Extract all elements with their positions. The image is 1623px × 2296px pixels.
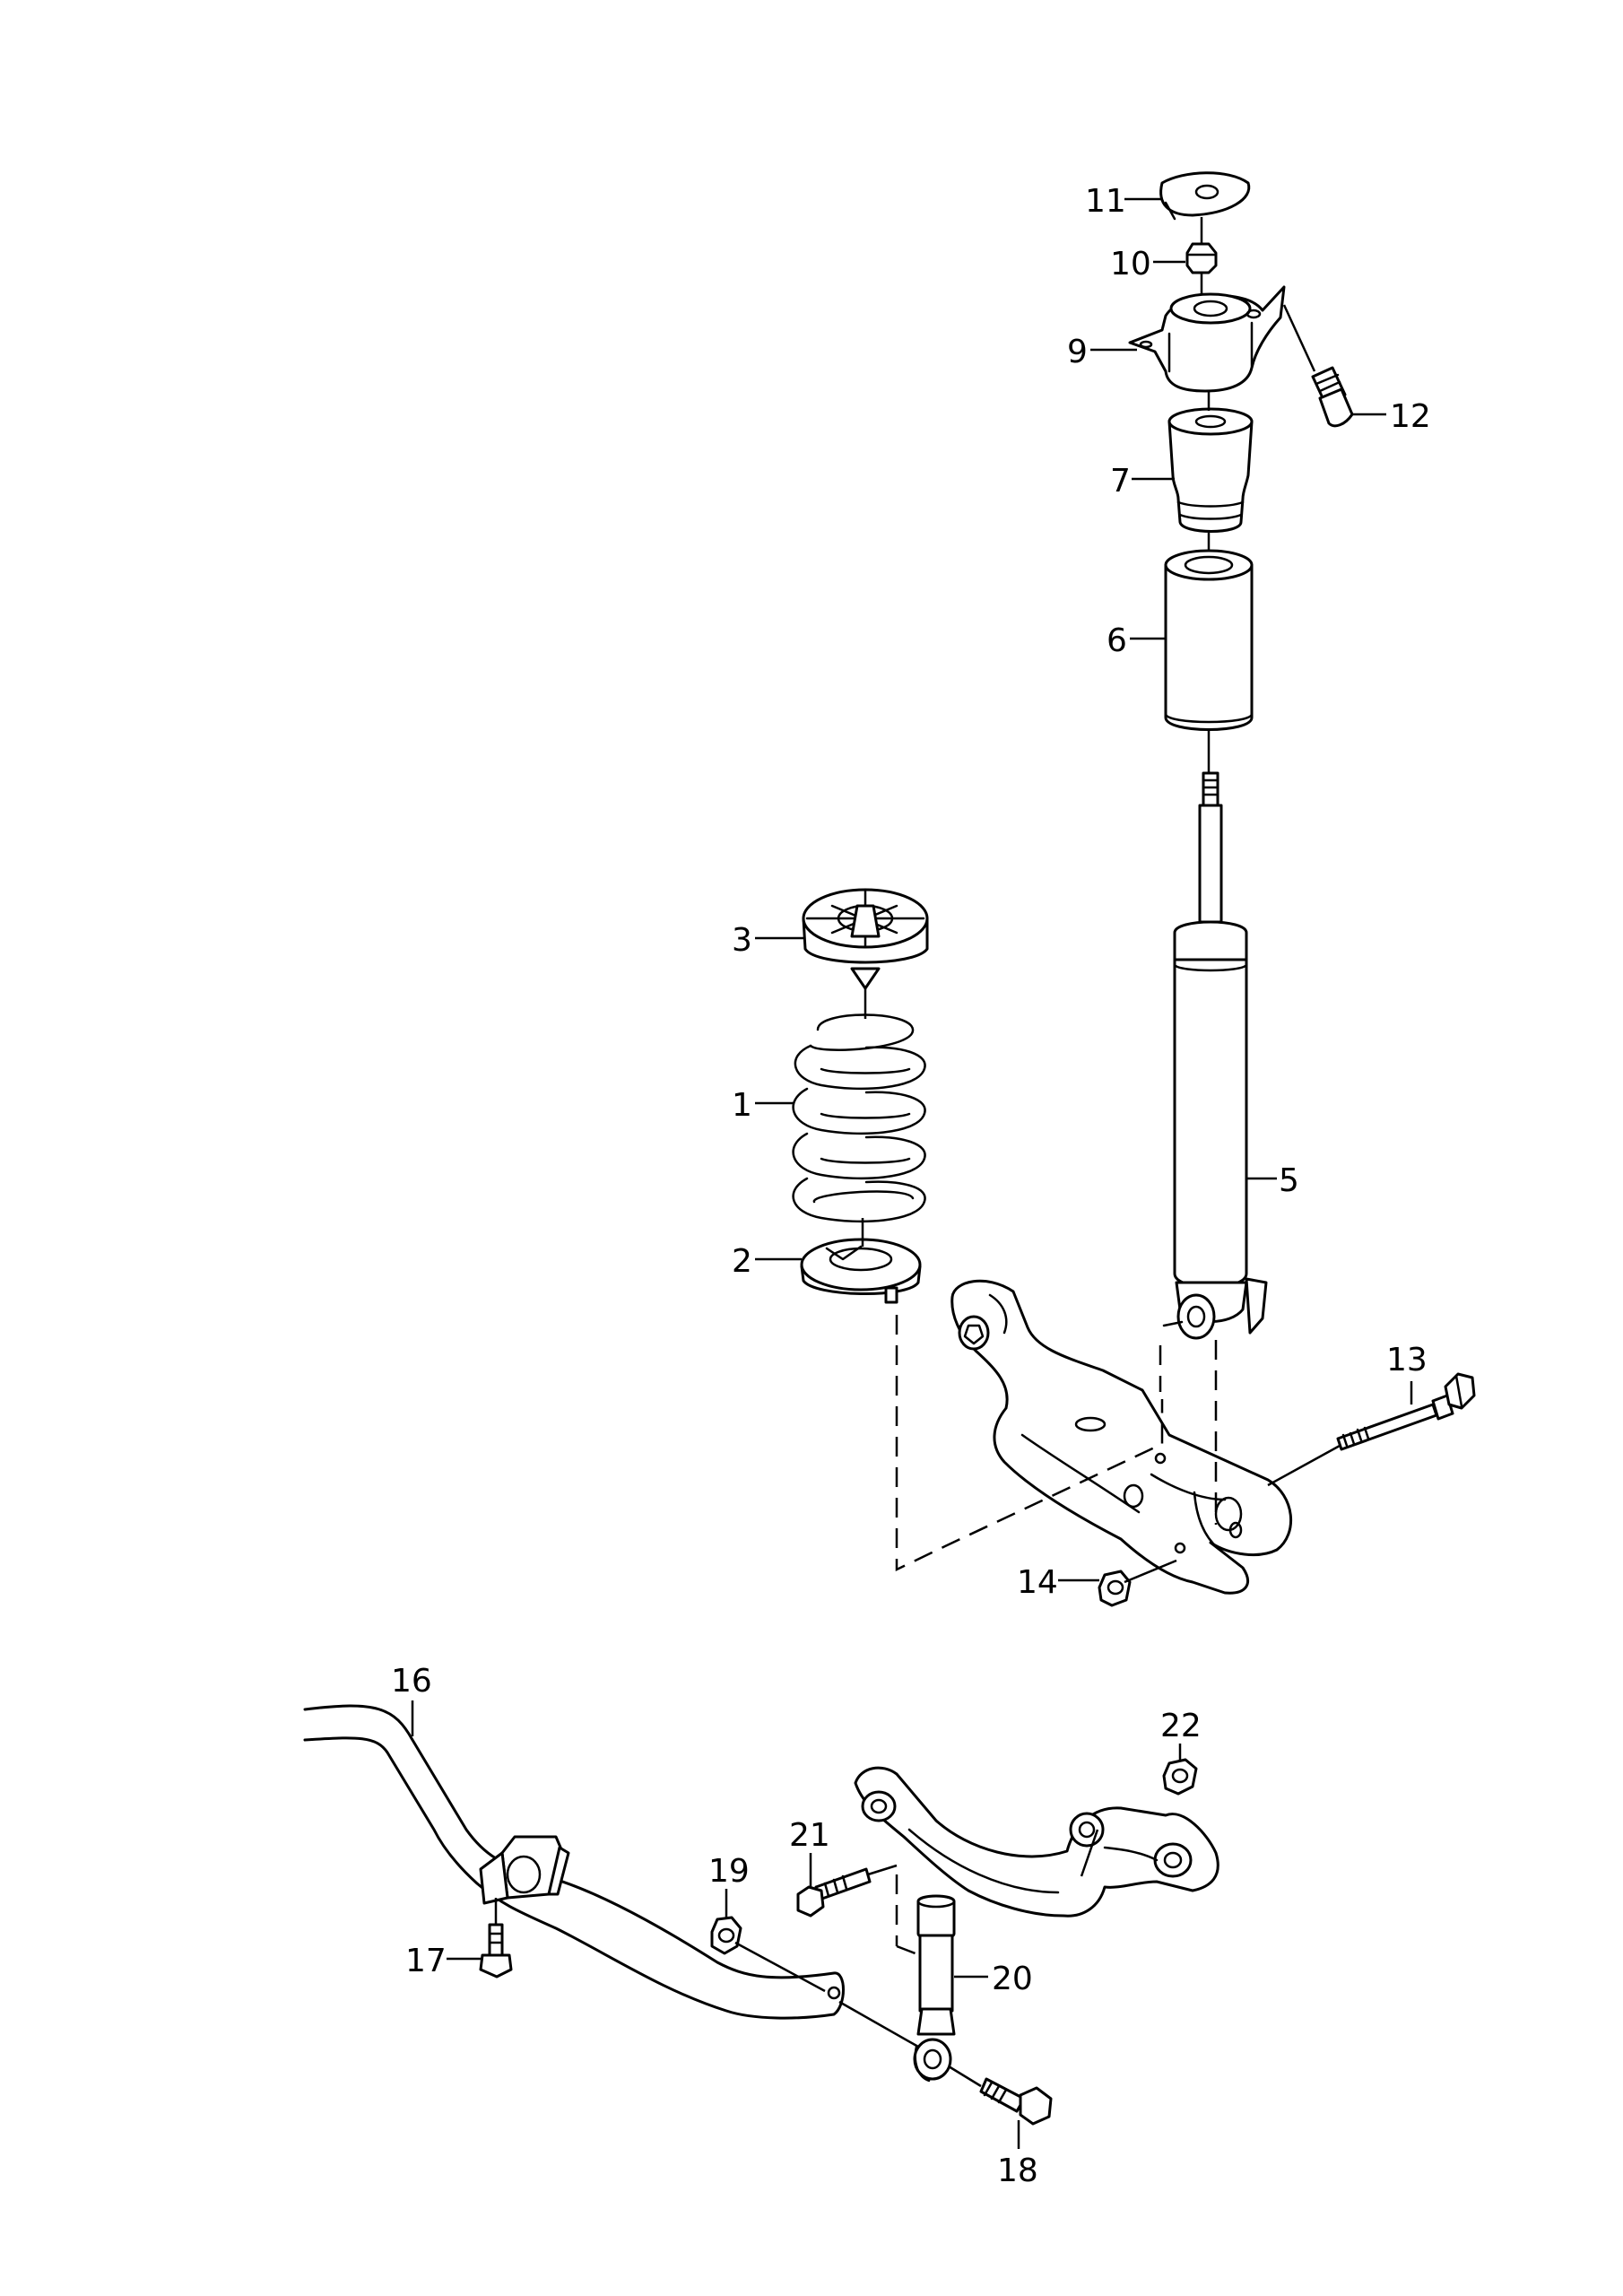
part-21-bolt [796,1867,872,1918]
part-1-coil-spring [792,1013,926,1223]
assembly-lines [494,217,1341,2088]
stabilizer-bushing-clamp [479,1835,570,1905]
part-6-dust-boot [1164,549,1254,731]
callout-3: 3 [732,922,752,959]
part-22-nut [1162,1758,1198,1796]
callout-1: 1 [732,1087,752,1124]
part-10-nut [1185,242,1218,274]
part-7-bump-stop [1167,407,1254,533]
callout-18: 18 [997,2152,1038,2189]
part-17-bolt [479,1923,513,1979]
callout-7: 7 [1110,463,1131,500]
part-16-stabilizer-bar [303,1704,845,2020]
callout-11: 11 [1085,183,1126,220]
callout-21: 21 [789,1817,830,1854]
part-13-bolt [1336,1372,1476,1451]
callout-leaders [411,197,1413,2149]
part-20-coupling-rod [913,1894,956,2083]
part-5-shock-absorber [1162,771,1268,1340]
part-12-bolt [1311,366,1354,428]
callout-9: 9 [1067,334,1088,370]
callout-20: 20 [992,1961,1033,1997]
part-14-nut [1098,1570,1132,1607]
callout-19: 19 [708,1853,750,1890]
callout-12: 12 [1390,398,1431,435]
callout-17: 17 [405,1943,447,1979]
part-19-nut [710,1916,742,1955]
part-9-top-mount [1128,285,1286,393]
callout-labels: 11 10 9 12 7 6 3 1 5 2 13 14 16 22 21 19… [391,183,1431,2189]
part-11-cap [1159,171,1251,221]
callout-5: 5 [1279,1162,1299,1199]
callout-10: 10 [1110,246,1151,283]
callout-2: 2 [732,1243,752,1280]
part-3-upper-spring-seat [802,888,929,990]
callout-16: 16 [391,1663,432,1700]
lower-control-arm [950,1279,1293,1595]
callout-6: 6 [1107,622,1127,659]
part-18-bolt [979,2077,1053,2126]
callout-14: 14 [1017,1564,1058,1601]
upper-control-arm [854,1766,1219,1918]
callout-22: 22 [1160,1708,1202,1744]
part-2-lower-spring-seat [800,1238,922,1304]
callout-13: 13 [1386,1342,1428,1378]
